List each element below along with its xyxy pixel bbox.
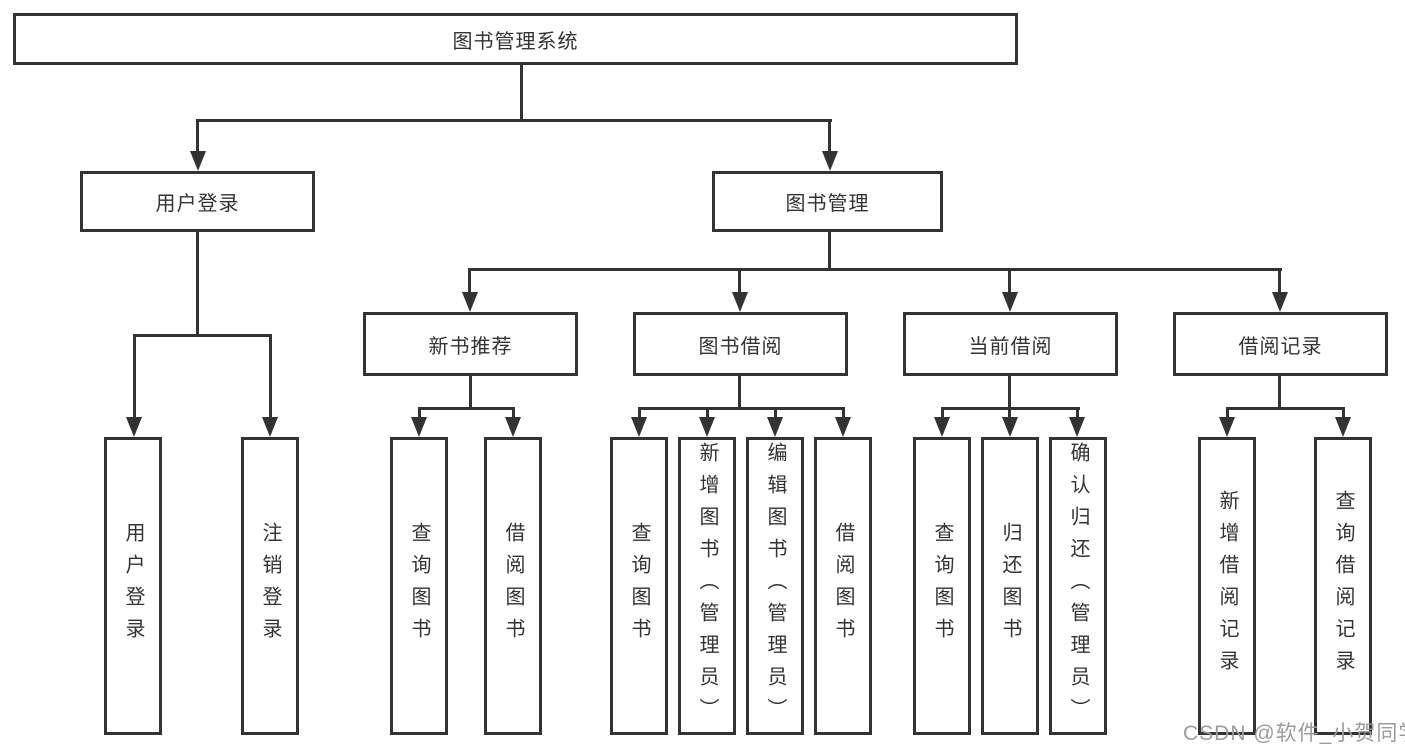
connector-line — [1008, 407, 1011, 419]
node-label: 编辑图书（管理员） — [764, 442, 786, 730]
leaf-user-login: 用户登录 — [104, 437, 162, 735]
leaf-edit-books-admin: 编辑图书（管理员） — [746, 437, 804, 735]
node-label: 查询图书 — [628, 522, 650, 650]
node-label: 借阅记录 — [1238, 335, 1323, 358]
arrow-down-icon — [934, 417, 950, 437]
connector-line — [1226, 407, 1345, 410]
node-label: 用户登录 — [122, 522, 144, 650]
connector-line — [828, 232, 831, 271]
node-label: 查询图书 — [931, 522, 953, 650]
connector-line — [842, 407, 845, 419]
node-label: 注销登录 — [259, 522, 281, 650]
connector-line — [196, 119, 199, 153]
arrow-down-icon — [190, 151, 206, 171]
node-label: 查询图书 — [408, 522, 430, 650]
connector-line — [197, 119, 832, 122]
leaf-borrow-books: 借阅图书 — [814, 437, 872, 735]
leaf-query-books: 查询图书 — [610, 437, 668, 735]
arrow-down-icon — [1002, 417, 1018, 437]
node-book-borrowing: 图书借阅 — [633, 312, 848, 376]
node-label: 新书推荐 — [428, 335, 513, 358]
connector-line — [469, 376, 472, 409]
leaf-query-books: 查询图书 — [390, 437, 448, 735]
node-library-management-system: 图书管理系统 — [13, 13, 1018, 65]
leaf-confirm-return-admin: 确认归还（管理员） — [1049, 437, 1107, 735]
node-label: 归还图书 — [999, 522, 1021, 650]
connector-line — [196, 232, 199, 336]
arrow-down-icon — [1219, 417, 1235, 437]
arrow-down-icon — [767, 417, 783, 437]
leaf-query-borrow-record: 查询借阅记录 — [1314, 437, 1372, 735]
connector-line — [1008, 376, 1011, 409]
connector-line — [1278, 376, 1281, 409]
connector-line — [1076, 407, 1079, 419]
arrow-down-icon — [699, 417, 715, 437]
node-label: 借阅图书 — [502, 522, 524, 650]
leaf-logout: 注销登录 — [241, 437, 299, 735]
arrow-down-icon — [631, 417, 647, 437]
node-book-management: 图书管理 — [712, 171, 943, 232]
connector-line — [738, 376, 741, 409]
arrow-down-icon — [126, 417, 142, 437]
node-borrowing-records: 借阅记录 — [1173, 312, 1388, 376]
connector-line — [520, 65, 523, 121]
connector-line — [1278, 268, 1281, 294]
node-label: 图书管理系统 — [452, 30, 579, 53]
connector-line — [638, 407, 845, 410]
connector-line — [706, 407, 709, 419]
connector-line — [418, 407, 515, 410]
connector-line — [774, 407, 777, 419]
node-user-login: 用户登录 — [80, 171, 315, 232]
arrow-down-icon — [411, 417, 427, 437]
csdn-watermark: CSDN @软件_小贺同学 — [1183, 722, 1405, 745]
node-new-book-recommendation: 新书推荐 — [363, 312, 578, 376]
connector-line — [828, 119, 831, 153]
node-label: 用户登录 — [155, 193, 240, 215]
leaf-borrow-books: 借阅图书 — [484, 437, 542, 735]
connector-line — [468, 268, 1282, 271]
arrow-down-icon — [1002, 292, 1018, 312]
node-label: 图书管理 — [785, 193, 870, 215]
arrow-down-icon — [1272, 292, 1288, 312]
connector-line — [638, 407, 641, 419]
arrow-down-icon — [1335, 417, 1351, 437]
connector-line — [738, 268, 741, 294]
node-label: 查询借阅记录 — [1332, 490, 1354, 682]
arrow-down-icon — [835, 417, 851, 437]
connector-line — [133, 334, 272, 337]
leaf-query-books: 查询图书 — [913, 437, 971, 735]
node-label: 确认归还（管理员） — [1067, 442, 1089, 730]
connector-line — [468, 268, 471, 294]
arrow-down-icon — [1069, 417, 1085, 437]
connector-line — [941, 407, 944, 419]
arrow-down-icon — [262, 417, 278, 437]
connector-line — [1226, 407, 1229, 419]
leaf-add-borrow-record: 新增借阅记录 — [1198, 437, 1256, 735]
node-current-borrowing: 当前借阅 — [903, 312, 1118, 376]
arrow-down-icon — [732, 292, 748, 312]
node-label: 图书借阅 — [698, 335, 783, 358]
connector-line — [1342, 407, 1345, 419]
leaf-return-books: 归还图书 — [981, 437, 1039, 735]
node-label: 当前借阅 — [968, 335, 1053, 358]
leaf-add-books-admin: 新增图书（管理员） — [678, 437, 736, 735]
arrow-down-icon — [462, 292, 478, 312]
arrow-down-icon — [505, 417, 521, 437]
connector-line — [269, 334, 272, 419]
node-label: 新增图书（管理员） — [696, 442, 718, 730]
arrow-down-icon — [822, 151, 838, 171]
connector-line — [418, 407, 421, 419]
connector-line — [133, 334, 136, 419]
node-label: 借阅图书 — [832, 522, 854, 650]
node-label: 新增借阅记录 — [1216, 490, 1238, 682]
connector-line — [1008, 268, 1011, 294]
connector-line — [512, 407, 515, 419]
